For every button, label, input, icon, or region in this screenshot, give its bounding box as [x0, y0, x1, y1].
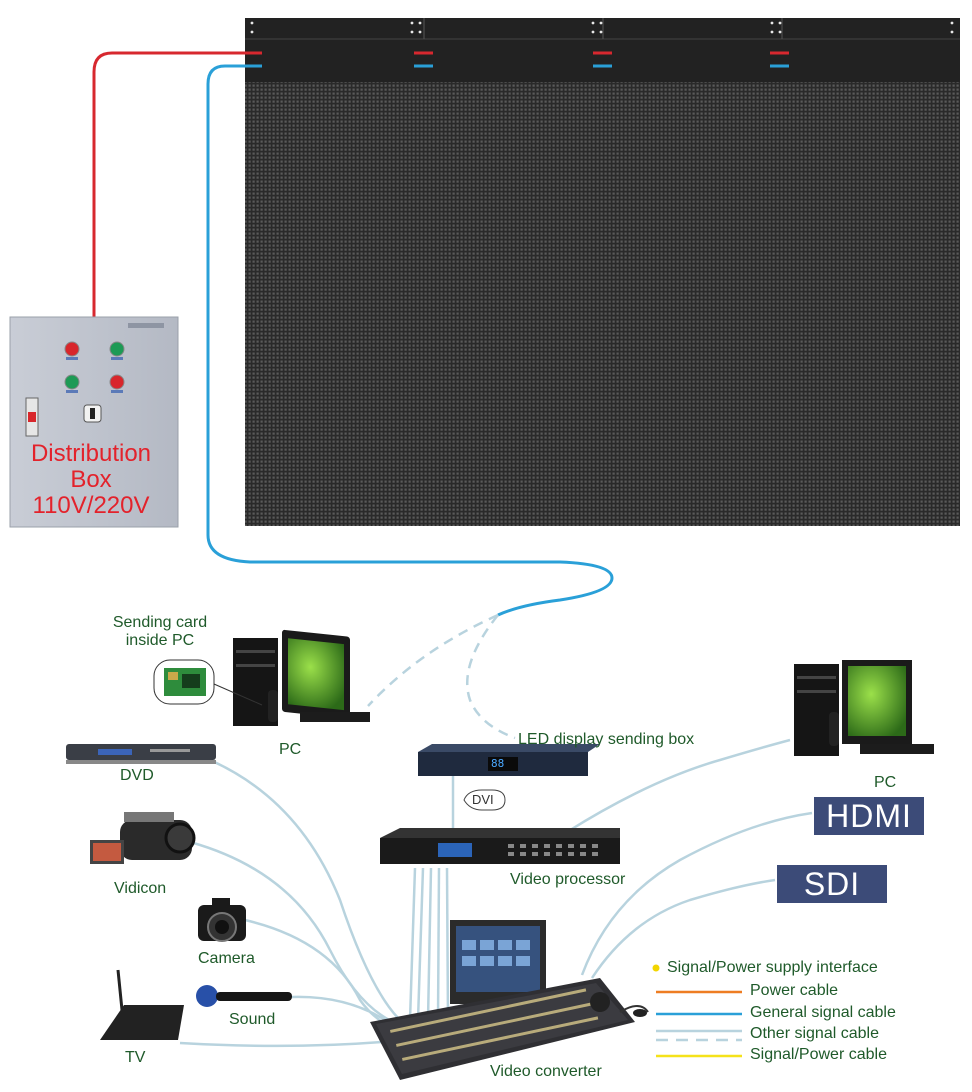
sending-card	[153, 659, 263, 706]
vidicon	[90, 812, 196, 864]
camera	[198, 898, 246, 942]
legend-signal-power-label: Signal/Power cable	[750, 1046, 887, 1063]
dvi-callout	[463, 789, 506, 811]
distribution-box-title: Distribution	[30, 440, 152, 467]
sending-card-label: Sending card inside PC	[112, 614, 208, 649]
legend-swatches	[652, 964, 742, 1058]
video-processor-label: Video processor	[510, 871, 626, 888]
other-signal-cables	[179, 738, 813, 1048]
legend-general-label: General signal cable	[750, 1004, 896, 1021]
dvi-label: DVI	[472, 792, 494, 807]
dvd-player	[66, 744, 216, 764]
video-converter	[370, 920, 649, 1080]
legend-other-label: Other signal cable	[750, 1025, 879, 1042]
distribution-box-subtitle: Box	[70, 466, 112, 493]
pc-left-label: PC	[279, 741, 302, 758]
microphone	[196, 985, 292, 1007]
tv-box	[100, 969, 184, 1040]
legend-interface-label: Signal/Power supply interface	[667, 959, 878, 976]
sending-box-label: LED display sending box	[518, 731, 695, 748]
vidicon-label: Vidicon	[114, 880, 167, 897]
camera-label: Camera	[198, 950, 255, 967]
dvd-label: DVD	[120, 767, 154, 784]
tv-label: TV	[125, 1049, 146, 1066]
video-processor	[380, 828, 620, 864]
pc-left	[233, 629, 370, 726]
led-display-screen	[245, 18, 960, 526]
legend-power-label: Power cable	[750, 982, 839, 999]
sdi-badge: SDI	[777, 865, 887, 903]
sound-label: Sound	[229, 1011, 276, 1028]
distribution-box	[9, 316, 179, 528]
general-signal-cable	[206, 64, 614, 617]
dashed-signal-cables	[367, 613, 516, 740]
power-cable	[92, 51, 246, 318]
pc-right-label: PC	[874, 774, 897, 791]
sending-box-display: 88	[491, 757, 505, 770]
distribution-box-voltage: 110V/220V	[32, 492, 150, 519]
led-sending-box	[418, 744, 600, 776]
pc-right	[794, 660, 934, 756]
video-converter-label: Video converter	[490, 1063, 602, 1080]
hdmi-badge: HDMI	[814, 797, 924, 835]
